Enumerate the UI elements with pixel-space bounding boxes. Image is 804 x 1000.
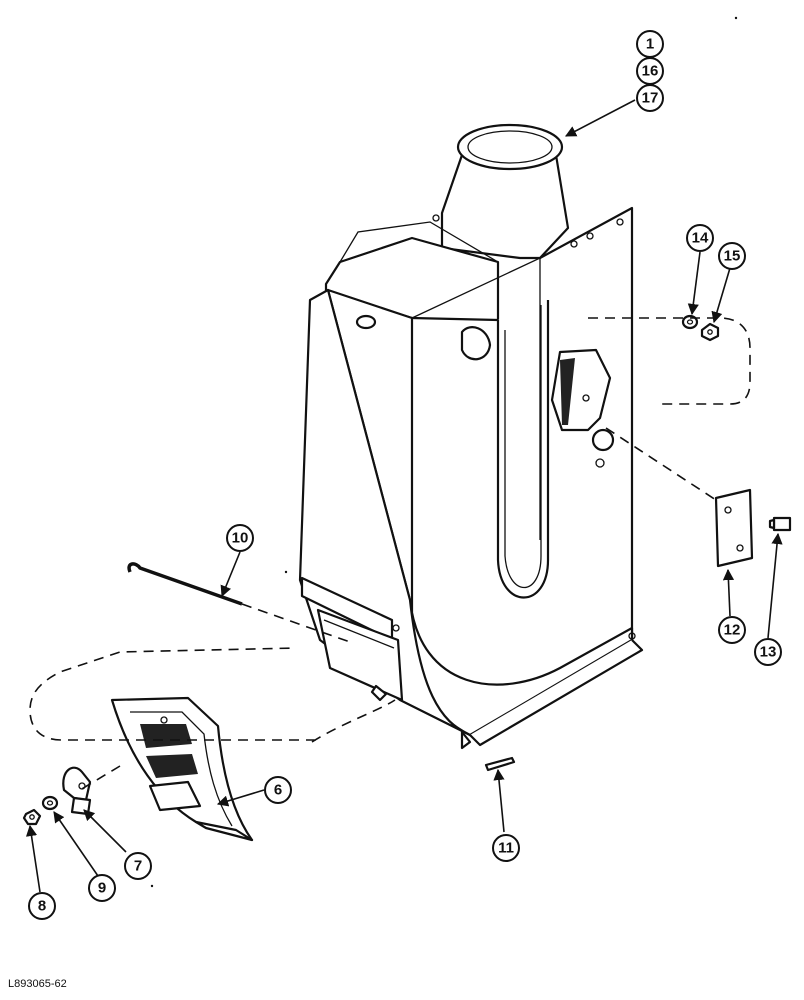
callout-17: 17 [636,84,664,112]
nut-part [22,808,42,826]
svg-text:11: 11 [498,840,514,857]
svg-text:17: 17 [642,90,659,107]
svg-text:8: 8 [38,898,46,915]
washer-part [41,795,59,811]
callout-13: 13 [754,638,782,666]
svg-text:6: 6 [274,782,282,799]
svg-text:1: 1 [646,36,654,53]
callout-12: 12 [718,616,746,644]
latch-part [62,766,92,816]
svg-text:16: 16 [642,63,659,80]
duct-housing [298,123,644,750]
callout-leaders [25,99,783,893]
bolt-part [768,516,792,532]
svg-text:7: 7 [134,858,142,875]
callout-14: 14 [686,224,714,252]
assembly-outlines [29,317,751,791]
access-cover [110,696,254,842]
callout-11: 11 [492,834,520,862]
callout-16: 16 [636,57,664,85]
callout-7: 7 [124,852,152,880]
callout-10: 10 [226,524,254,552]
cover-plate [714,488,754,568]
callout-8: 8 [28,892,56,920]
svg-text:12: 12 [724,622,741,639]
svg-text:15: 15 [724,248,741,265]
callout-15: 15 [718,242,746,270]
figure-id-label: L893065-62 [8,978,67,990]
callout-9: 9 [88,874,116,902]
svg-text:13: 13 [760,644,777,661]
callout-1: 1 [636,30,664,58]
callout-6: 6 [264,776,292,804]
rod-part [127,562,243,606]
washer-part-upper [681,314,699,330]
svg-text:9: 9 [98,880,106,897]
nut-part-upper [700,322,720,342]
svg-text:10: 10 [232,530,249,547]
pin-part [484,756,516,772]
svg-text:14: 14 [692,230,709,247]
